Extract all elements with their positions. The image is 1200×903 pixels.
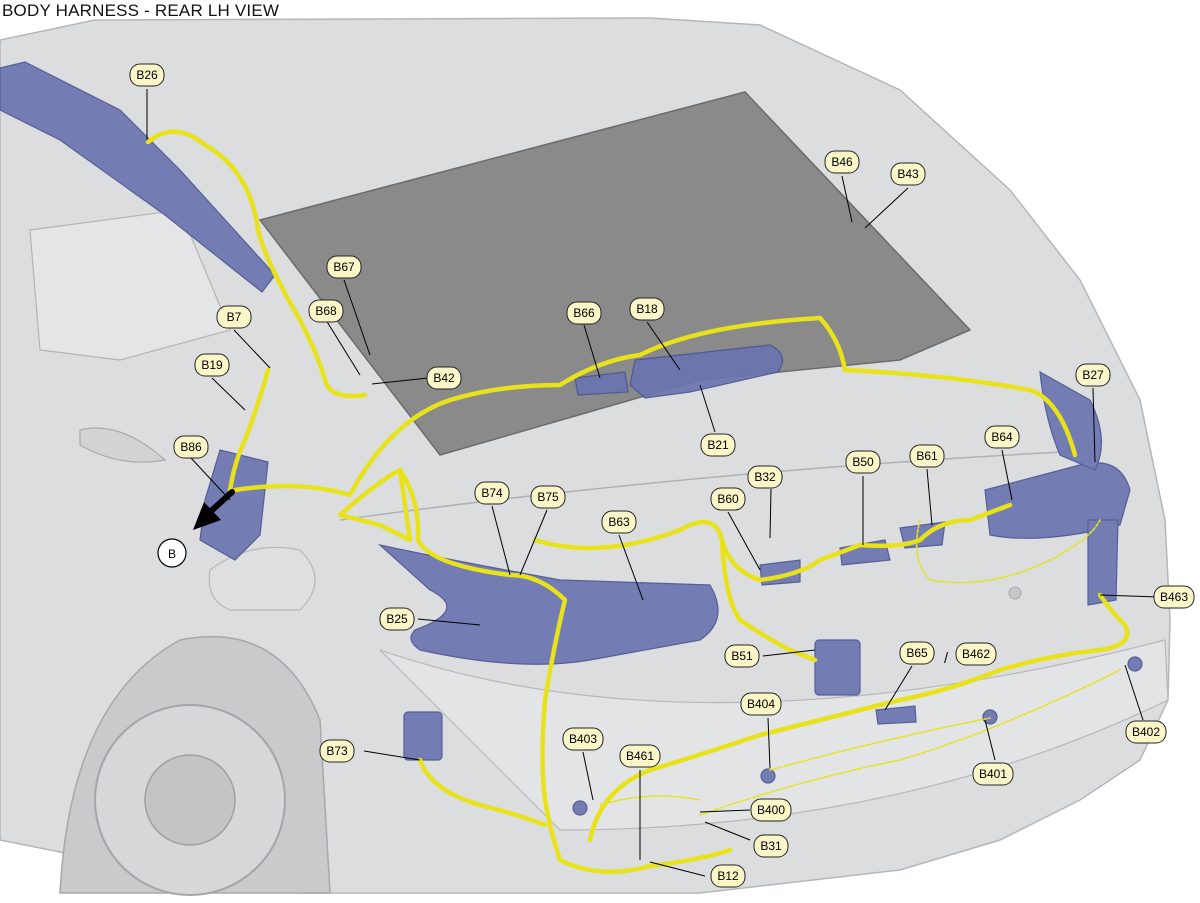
connector-label-b26: B26 xyxy=(129,63,165,87)
connector-label-text: B12 xyxy=(717,869,739,883)
connector-label-text: B73 xyxy=(326,744,348,758)
connector-label-b73: B73 xyxy=(319,739,355,763)
connector-label-b42: B42 xyxy=(426,366,462,390)
diagram-title: BODY HARNESS - REAR LH VIEW xyxy=(2,1,280,20)
connector-label-b461: B461 xyxy=(619,744,661,768)
connector-label-b61: B61 xyxy=(909,444,945,468)
connector-label-text: B463 xyxy=(1160,590,1188,604)
connector-label-text: B461 xyxy=(626,749,654,763)
connector-label-b401: B401 xyxy=(972,762,1014,786)
connector-label-b51: B51 xyxy=(724,644,760,668)
connector-label-b50: B50 xyxy=(845,450,881,474)
wire-harness xyxy=(145,129,1130,875)
connector-label-b403: B403 xyxy=(562,727,604,751)
connector-label-b63: B63 xyxy=(601,510,637,534)
separator-slash: / xyxy=(944,650,949,667)
connector-label-b86: B86 xyxy=(173,435,209,459)
connector-label-b64: B64 xyxy=(984,425,1020,449)
connector-label-b402: B402 xyxy=(1125,720,1167,744)
connector-label-text: B27 xyxy=(1082,368,1104,382)
connector-label-text: B400 xyxy=(757,803,785,817)
arrow-b: B xyxy=(157,489,235,568)
leader-lines xyxy=(146,89,1160,877)
connector-label-text: B7 xyxy=(227,310,242,324)
connector-label-text: B51 xyxy=(731,649,753,663)
connector-label-text: B403 xyxy=(569,732,597,746)
connector-label-text: B462 xyxy=(962,647,990,661)
connector-label-text: B404 xyxy=(747,697,775,711)
connector-label-text: B63 xyxy=(608,515,630,529)
connector-label-b12: B12 xyxy=(710,864,746,888)
connector-label-text: B18 xyxy=(636,302,658,316)
arrow-b-label: B xyxy=(168,547,176,561)
connector-label-b18: B18 xyxy=(629,297,665,321)
connector-label-b66: B66 xyxy=(566,301,602,325)
connector-label-b46: B46 xyxy=(824,150,860,174)
connector-label-b25: B25 xyxy=(379,607,415,631)
connector-label-text: B32 xyxy=(754,470,776,484)
connector-label-text: B42 xyxy=(433,371,455,385)
connector-label-text: B401 xyxy=(979,767,1007,781)
connector-label-text: B66 xyxy=(573,306,595,320)
connector-label-b21: B21 xyxy=(700,433,736,457)
connector-label-b65: B65 xyxy=(899,641,935,665)
connector-label-b27: B27 xyxy=(1075,363,1111,387)
connector-label-b7: B7 xyxy=(216,305,252,329)
connector-label-text: B74 xyxy=(481,486,503,500)
connector-label-b43: B43 xyxy=(890,162,926,186)
connector-label-text: B67 xyxy=(333,260,355,274)
connector-label-text: B64 xyxy=(991,430,1013,444)
connector-label-text: B68 xyxy=(315,304,337,318)
connector-label-text: B61 xyxy=(916,449,938,463)
connector-label-b400: B400 xyxy=(750,798,792,822)
connector-label-text: B21 xyxy=(707,438,729,452)
connector-label-text: B25 xyxy=(386,612,408,626)
connector-label-text: B31 xyxy=(760,839,782,853)
connector-label-b404: B404 xyxy=(740,692,782,716)
connector-label-text: B86 xyxy=(180,440,202,454)
connector-label-text: B60 xyxy=(717,492,739,506)
connector-label-b32: B32 xyxy=(747,465,783,489)
connector-label-b463: B463 xyxy=(1153,585,1195,609)
connector-label-b67: B67 xyxy=(326,255,362,279)
connector-label-b31: B31 xyxy=(753,834,789,858)
connector-label-text: B65 xyxy=(906,646,928,660)
connector-label-text: B402 xyxy=(1132,725,1160,739)
connector-label-text: B43 xyxy=(897,167,919,181)
connector-label-b75: B75 xyxy=(530,485,566,509)
connector-label-b60: B60 xyxy=(710,487,746,511)
connector-label-text: B50 xyxy=(852,455,874,469)
connector-label-b68: B68 xyxy=(308,299,344,323)
connector-label-b19: B19 xyxy=(194,353,230,377)
connector-label-text: B46 xyxy=(831,155,853,169)
car-body xyxy=(0,17,1171,896)
connector-label-b462: B462 xyxy=(955,642,997,666)
lamp-assemblies xyxy=(0,61,1143,816)
connector-label-text: B19 xyxy=(201,358,223,372)
connector-label-b74: B74 xyxy=(474,481,510,505)
connector-label-text: B26 xyxy=(136,68,158,82)
connector-label-text: B75 xyxy=(537,490,559,504)
